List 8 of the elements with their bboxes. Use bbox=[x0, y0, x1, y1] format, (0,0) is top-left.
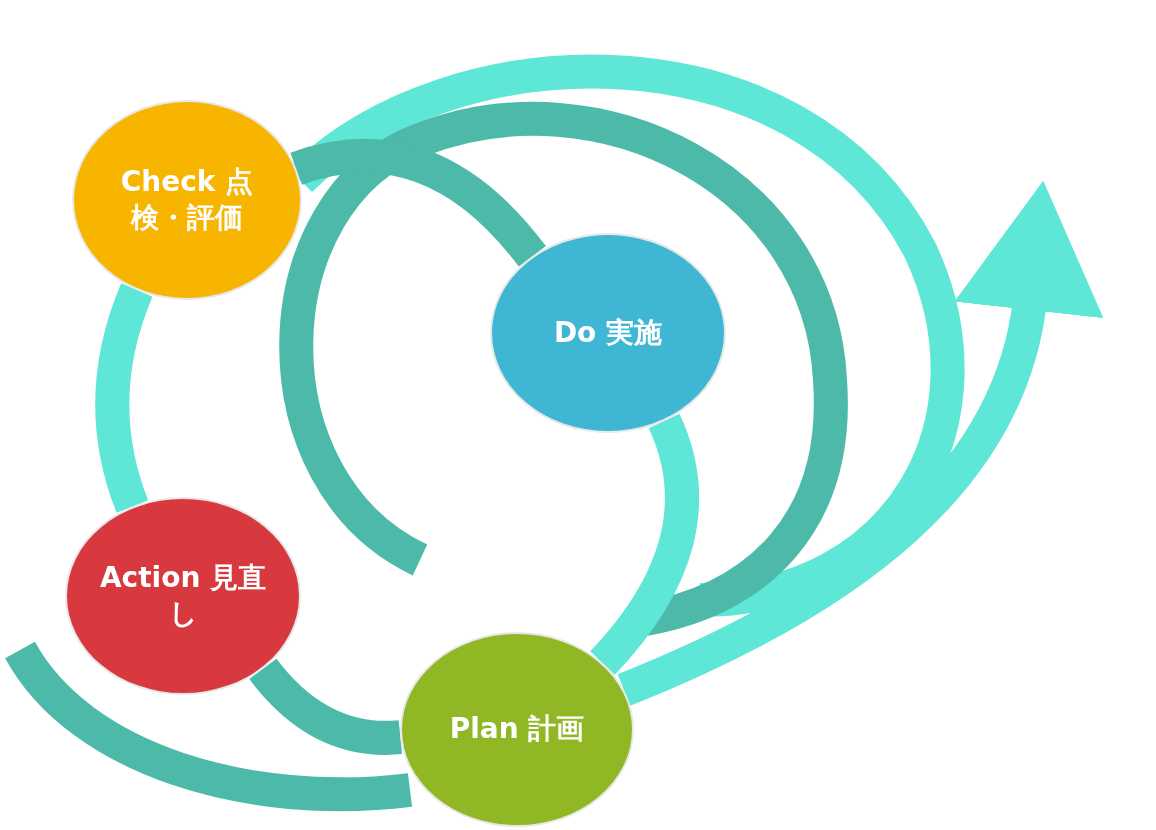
spiral-band bbox=[95, 283, 153, 513]
node-label: Action 見直し bbox=[98, 559, 268, 632]
spiral-band bbox=[249, 658, 402, 755]
node-label: Check 点検・評価 bbox=[119, 163, 255, 236]
spiral-arrow bbox=[617, 181, 1103, 706]
node-label: Do 実施 bbox=[553, 314, 663, 351]
node-label: Plan 計画 bbox=[449, 711, 585, 748]
spiral-band bbox=[589, 414, 700, 675]
